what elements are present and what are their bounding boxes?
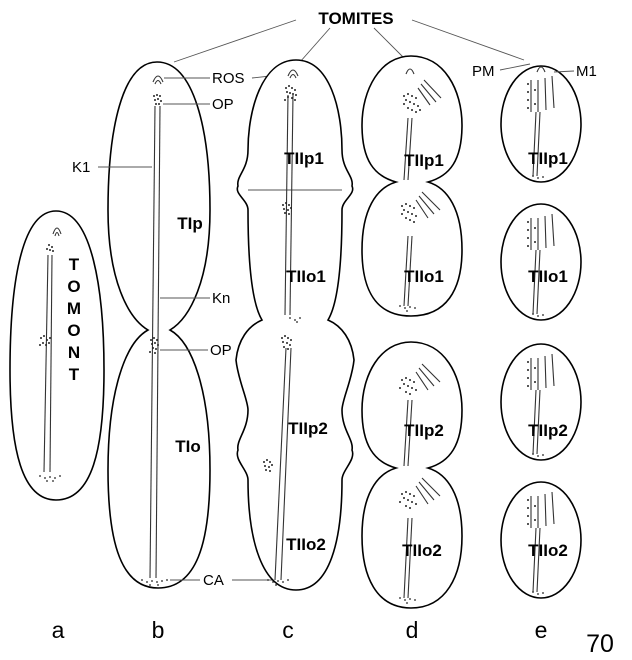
figure-number: 70 xyxy=(586,630,614,658)
tomont-letter: T xyxy=(69,255,80,274)
cell-label-d-tiip1: TIIp1 xyxy=(404,151,444,170)
label-op-mid: OP xyxy=(210,342,232,359)
tomont-cell: T O M O N T xyxy=(10,211,104,500)
tomont-letter: T xyxy=(69,365,80,384)
panel-letter-d: d xyxy=(406,617,419,643)
panel-b-cell: TIp TIo xyxy=(108,62,210,588)
cell-label-c-tiio1: TIIo1 xyxy=(286,267,326,286)
cell-label-c-tiip1: TIIp1 xyxy=(284,149,324,168)
cell-label-tip: TIp xyxy=(177,214,203,233)
label-m1: M1 xyxy=(576,63,597,80)
panel-d-lower-chain: TIIp2 TIIo2 xyxy=(362,342,462,608)
tomont-letter: O xyxy=(67,277,80,296)
label-k1: K1 xyxy=(72,159,90,176)
cell-label-d-tiip2: TIIp2 xyxy=(404,421,444,440)
panel-letter-a: a xyxy=(52,617,65,643)
tomont-letter: O xyxy=(67,321,80,340)
cell-label-c-tiio2: TIIo2 xyxy=(286,535,326,554)
cell-label-e-tiio2: TIIo2 xyxy=(528,541,568,560)
label-kn: Kn xyxy=(212,290,230,307)
panel-letter-b: b xyxy=(152,617,165,643)
panel-letters: a b c d e xyxy=(52,617,548,643)
label-pm: PM xyxy=(472,63,495,80)
cell-label-c-tiip2: TIIp2 xyxy=(288,419,328,438)
cell-label-d-tiio2: TIIo2 xyxy=(402,541,442,560)
cell-label-d-tiio1: TIIo1 xyxy=(404,267,444,286)
label-ros: ROS xyxy=(212,70,245,87)
panel-letter-c: c xyxy=(282,617,294,643)
tomont-letter: N xyxy=(68,343,80,362)
panel-c-chain: TIIp1 TIIo1 TIIp2 TIIo2 xyxy=(236,60,354,590)
title-tomites: TOMITES xyxy=(318,9,393,28)
panel-e-cells: TIIp1 TIIo1 TIIp2 TIIo2 xyxy=(501,66,581,598)
cell-label-e-tiip1: TIIp1 xyxy=(528,149,568,168)
panel-d-upper-chain: TIIp1 TIIo1 xyxy=(362,56,462,316)
cell-label-tio: TIo xyxy=(175,437,201,456)
cell-label-e-tiip2: TIIp2 xyxy=(528,421,568,440)
panel-letter-e: e xyxy=(535,617,548,643)
label-op-top: OP xyxy=(212,96,234,113)
label-ca: CA xyxy=(203,572,224,589)
tomont-letter: M xyxy=(67,299,81,318)
cell-label-e-tiio1: TIIo1 xyxy=(528,267,568,286)
